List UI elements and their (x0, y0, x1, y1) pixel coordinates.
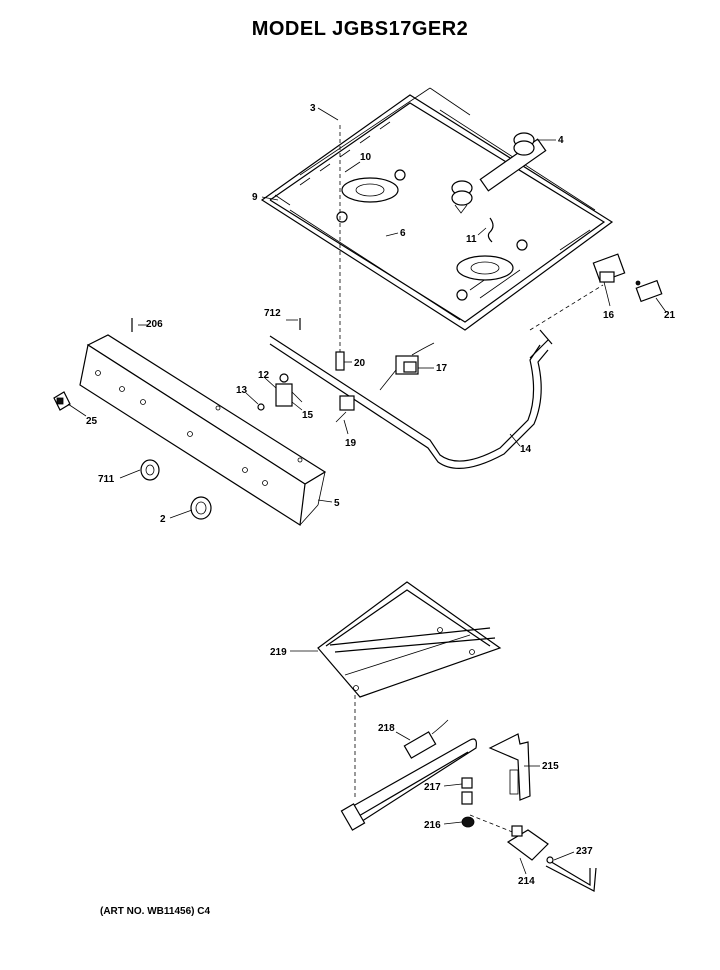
burner-grate-left (341, 177, 399, 203)
manifold-pipe (269, 284, 604, 469)
bracket-215 (488, 733, 531, 801)
fitting-216 (461, 816, 475, 828)
panel-clip (53, 391, 71, 411)
art-number: (ART NO. WB11456) C4 (100, 906, 211, 917)
callout-206: 206 (146, 319, 163, 330)
callout-21: 21 (664, 310, 676, 321)
callout-17: 17 (436, 363, 448, 374)
callout-13: 13 (236, 385, 248, 396)
callout-10: 10 (360, 152, 372, 163)
oven-valve-214 (506, 825, 549, 861)
surface-valve-assembly (451, 132, 547, 214)
thermostat-bulb-237 (545, 856, 597, 892)
callout-219: 219 (270, 647, 287, 658)
wire-clip (487, 217, 494, 243)
callout-19: 19 (345, 438, 357, 449)
callout-15: 15 (302, 410, 314, 421)
callout-217: 217 (424, 782, 441, 793)
callout-3: 3 (310, 103, 316, 114)
callout-237: 237 (576, 846, 593, 857)
manifold-panel (79, 334, 327, 527)
callout-25: 25 (86, 416, 98, 427)
callout-5: 5 (334, 498, 340, 509)
burner-baffle (317, 581, 502, 698)
callout-14: 14 (520, 444, 532, 455)
grommet-2 (190, 496, 212, 520)
callout-16: 16 (603, 310, 615, 321)
callout-12: 12 (258, 370, 270, 381)
pressure-regulator (592, 253, 626, 283)
callout-711: 711 (98, 474, 115, 485)
callout-labels: 3 4 10 9 6 11 16 21 712 206 20 17 12 13 … (86, 103, 676, 887)
igniter-218 (403, 719, 449, 759)
grommet-711 (140, 459, 160, 481)
terminal-block (635, 279, 663, 303)
burner-grate-right (456, 255, 514, 281)
callout-214: 214 (518, 876, 535, 887)
callout-6: 6 (400, 228, 406, 239)
callout-2: 2 (160, 514, 166, 525)
orifice-hood (335, 351, 345, 371)
ignition-module (379, 342, 435, 391)
diagram-title: MODEL JGBS17GER2 (251, 18, 469, 40)
callout-215: 215 (542, 761, 559, 772)
fitting-217 (461, 777, 473, 805)
screw-13 (257, 403, 265, 411)
oven-burner-tube (340, 738, 477, 831)
bracket-19 (335, 395, 355, 423)
callout-218: 218 (378, 723, 395, 734)
callout-216: 216 (424, 820, 441, 831)
callout-712: 712 (264, 308, 281, 319)
burner-box-frame (260, 87, 614, 331)
callout-4: 4 (558, 135, 564, 146)
callout-20: 20 (354, 358, 366, 369)
callout-9: 9 (252, 192, 258, 203)
leader-lines (67, 107, 667, 875)
callout-11: 11 (466, 234, 477, 245)
valve-15 (275, 373, 303, 407)
